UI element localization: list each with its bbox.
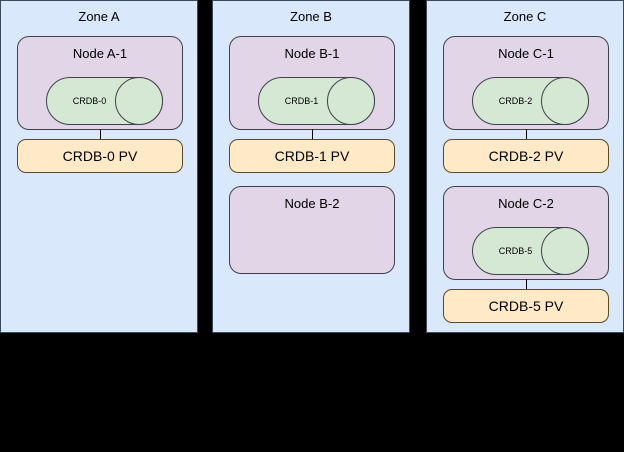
pv-crdb-5: CRDB-5 PV bbox=[443, 289, 609, 323]
zone-b: Zone B Node B-1 CRDB-1 CRDB-1 PV Node B-… bbox=[212, 0, 410, 333]
pod-crdb-1: CRDB-1 bbox=[258, 77, 375, 125]
node-b-2-title: Node B-2 bbox=[284, 196, 340, 211]
node-c-1: Node C-1 CRDB-2 bbox=[443, 36, 609, 130]
zone-a-title: Zone A bbox=[78, 9, 120, 24]
connector-crdb-2 bbox=[526, 129, 527, 140]
node-c-2: Node C-2 CRDB-5 bbox=[443, 186, 609, 280]
cylinder-shape bbox=[472, 77, 589, 125]
zone-a: Zone A Node A-1 CRDB-0 CRDB-0 PV bbox=[0, 0, 198, 333]
pv-crdb-1-label: CRDB-1 PV bbox=[274, 148, 350, 164]
node-b-1-title: Node B-1 bbox=[284, 46, 340, 61]
node-a-1: Node A-1 CRDB-0 bbox=[17, 36, 183, 130]
pod-crdb-0: CRDB-0 bbox=[46, 77, 163, 125]
zone-b-title: Zone B bbox=[290, 9, 332, 24]
node-b-2: Node B-2 bbox=[229, 186, 395, 274]
pv-crdb-0-label: CRDB-0 PV bbox=[62, 148, 138, 164]
zone-c-title: Zone C bbox=[503, 9, 547, 24]
cylinder-shape bbox=[472, 227, 589, 275]
pv-crdb-5-label: CRDB-5 PV bbox=[488, 298, 564, 314]
cylinder-shape bbox=[46, 77, 163, 125]
node-b-1: Node B-1 CRDB-1 bbox=[229, 36, 395, 130]
zone-c: Zone C Node C-1 CRDB-2 CRDB-2 PV Node C-… bbox=[426, 0, 624, 333]
node-c-2-title: Node C-2 bbox=[498, 196, 554, 211]
pv-crdb-1: CRDB-1 PV bbox=[229, 139, 395, 173]
cylinder-shape bbox=[258, 77, 375, 125]
pod-crdb-5: CRDB-5 bbox=[472, 227, 589, 275]
connector-crdb-0 bbox=[100, 129, 101, 140]
pv-crdb-2: CRDB-2 PV bbox=[443, 139, 609, 173]
node-a-1-title: Node A-1 bbox=[72, 46, 128, 61]
connector-crdb-5 bbox=[526, 279, 527, 290]
node-c-1-title: Node C-1 bbox=[498, 46, 554, 61]
pv-crdb-0: CRDB-0 PV bbox=[17, 139, 183, 173]
pv-crdb-2-label: CRDB-2 PV bbox=[488, 148, 564, 164]
pod-crdb-2: CRDB-2 bbox=[472, 77, 589, 125]
connector-crdb-1 bbox=[312, 129, 313, 140]
